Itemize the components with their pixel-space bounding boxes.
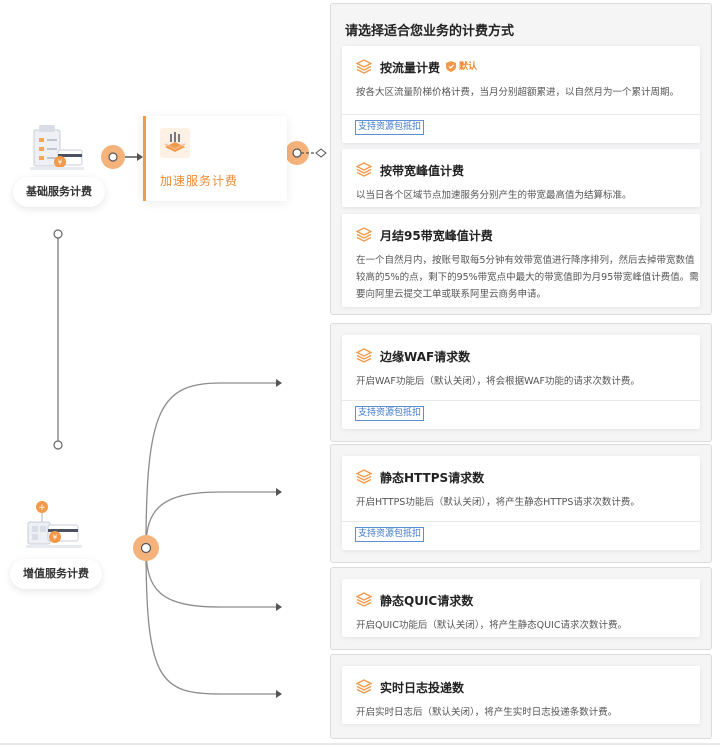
billing-card-desc: 以当日各个区域节点加速服务分别产生的带宽最高值为结算标准。 — [356, 190, 632, 201]
basic-service-icon: ¥ — [30, 125, 84, 170]
layers-icon — [356, 679, 372, 694]
billing-card-traffic[interactable]: 按流量计费 默认 按各大区流量阶梯价格计费，当月分别超额累进，以自然月为一个累计… — [342, 46, 700, 143]
billing-method-group: 请选择适合您业务的计费方式 按流量计费 默认 按各大区流量阶梯价格计费，当月分别… — [330, 3, 712, 315]
layers-icon — [356, 592, 372, 607]
billing-card-title: 按带宽峰值计费 — [380, 164, 465, 178]
svg-text:¥: ¥ — [53, 534, 58, 542]
svg-text:¥: ¥ — [58, 159, 63, 167]
layers-icon — [356, 469, 372, 484]
branch-waf — [145, 382, 276, 549]
billing-card-bandwidth[interactable]: 按带宽峰值计费 以当日各个区域节点加速服务分别产生的带宽最高值为结算标准。 — [342, 149, 700, 207]
billing-card-title: 按流量计费 — [380, 61, 441, 75]
accelerate-service-card[interactable]: 加速服务计费 — [143, 116, 287, 201]
billing-card-desc: 按各大区流量阶梯价格计费，当月分别超额累进，以自然月为一个累计周期。 — [356, 87, 680, 98]
addon-card-waf[interactable]: 边缘WAF请求数 开启WAF功能后（默认关闭），将会根据WAF功能的请求次数计费… — [342, 335, 700, 429]
billing-card-desc: 在一个自然月内，按账号取每5分钟有效带宽值进行降序排列，然后去掉带宽数值较高的5… — [356, 255, 699, 300]
layers-icon — [356, 59, 372, 74]
billing-card-title: 月结95带宽峰值计费 — [380, 229, 493, 243]
addon-group-log: 实时日志投递数 开启实时日志后（默认关闭），将产生实时日志投递条数计费。 — [330, 654, 712, 739]
accelerate-service-label: 加速服务计费 — [160, 174, 239, 188]
addon-title: 静态QUIC请求数 — [380, 594, 474, 608]
shield-icon — [446, 61, 456, 72]
default-badge: 默认 — [459, 62, 478, 72]
value-added-service-label[interactable]: 增值服务计费 — [10, 559, 102, 589]
addon-card-https[interactable]: 静态HTTPS请求数 开启HTTPS功能后（默认关闭），将产生静态HTTPS请求… — [342, 456, 700, 550]
resource-pack-link[interactable]: 支持资源包抵扣 — [355, 120, 425, 135]
addon-card-log[interactable]: 实时日志投递数 开启实时日志后（默认关闭），将产生实时日志投递条数计费。 — [342, 666, 700, 724]
billing-group-title: 请选择适合您业务的计费方式 — [345, 24, 515, 39]
wire-basic-accel-arrow — [137, 153, 143, 161]
accelerate-icon — [160, 128, 190, 158]
addon-desc: 开启WAF功能后（默认关闭），将会根据WAF功能的请求次数计费。 — [356, 376, 640, 387]
addon-group-https: 静态HTTPS请求数 开启HTTPS功能后（默认关闭），将产生静态HTTPS请求… — [330, 444, 712, 563]
branch-log — [145, 547, 276, 695]
addon-desc: 开启HTTPS功能后（默认关闭），将产生静态HTTPS请求次数计费。 — [356, 497, 640, 508]
branch-quic — [145, 547, 276, 608]
addon-title: 静态HTTPS请求数 — [380, 471, 485, 485]
layers-icon — [356, 348, 372, 363]
value-added-service-icon: + ¥ — [26, 501, 82, 548]
resource-pack-link[interactable]: 支持资源包抵扣 — [355, 527, 425, 542]
addon-desc: 开启实时日志后（默认关闭），将产生实时日志投递条数计费。 — [356, 707, 618, 718]
svg-text:+: + — [38, 503, 46, 513]
billing-card-monthly-95[interactable]: 月结95带宽峰值计费 在一个自然月内，按账号取每5分钟有效带宽值进行降序排列，然… — [342, 214, 700, 307]
addon-desc: 开启QUIC功能后（默认关闭），将产生静态QUIC请求次数计费。 — [356, 620, 627, 631]
addon-group-waf: 边缘WAF请求数 开启WAF功能后（默认关闭），将会根据WAF功能的请求次数计费… — [330, 323, 712, 442]
diamond-connector — [315, 148, 327, 158]
branch-https — [145, 491, 276, 549]
addon-title: 实时日志投递数 — [380, 681, 465, 695]
bottom-divider — [0, 743, 720, 745]
addon-card-quic[interactable]: 静态QUIC请求数 开启QUIC功能后（默认关闭），将产生静态QUIC请求次数计… — [342, 579, 700, 637]
resource-pack-link[interactable]: 支持资源包抵扣 — [355, 406, 425, 421]
layers-icon — [356, 227, 372, 242]
addon-title: 边缘WAF请求数 — [380, 350, 471, 364]
basic-service-label[interactable]: 基础服务计费 — [13, 177, 105, 207]
addon-group-quic: 静态QUIC请求数 开启QUIC功能后（默认关闭），将产生静态QUIC请求次数计… — [330, 567, 712, 650]
layers-icon — [356, 162, 372, 177]
